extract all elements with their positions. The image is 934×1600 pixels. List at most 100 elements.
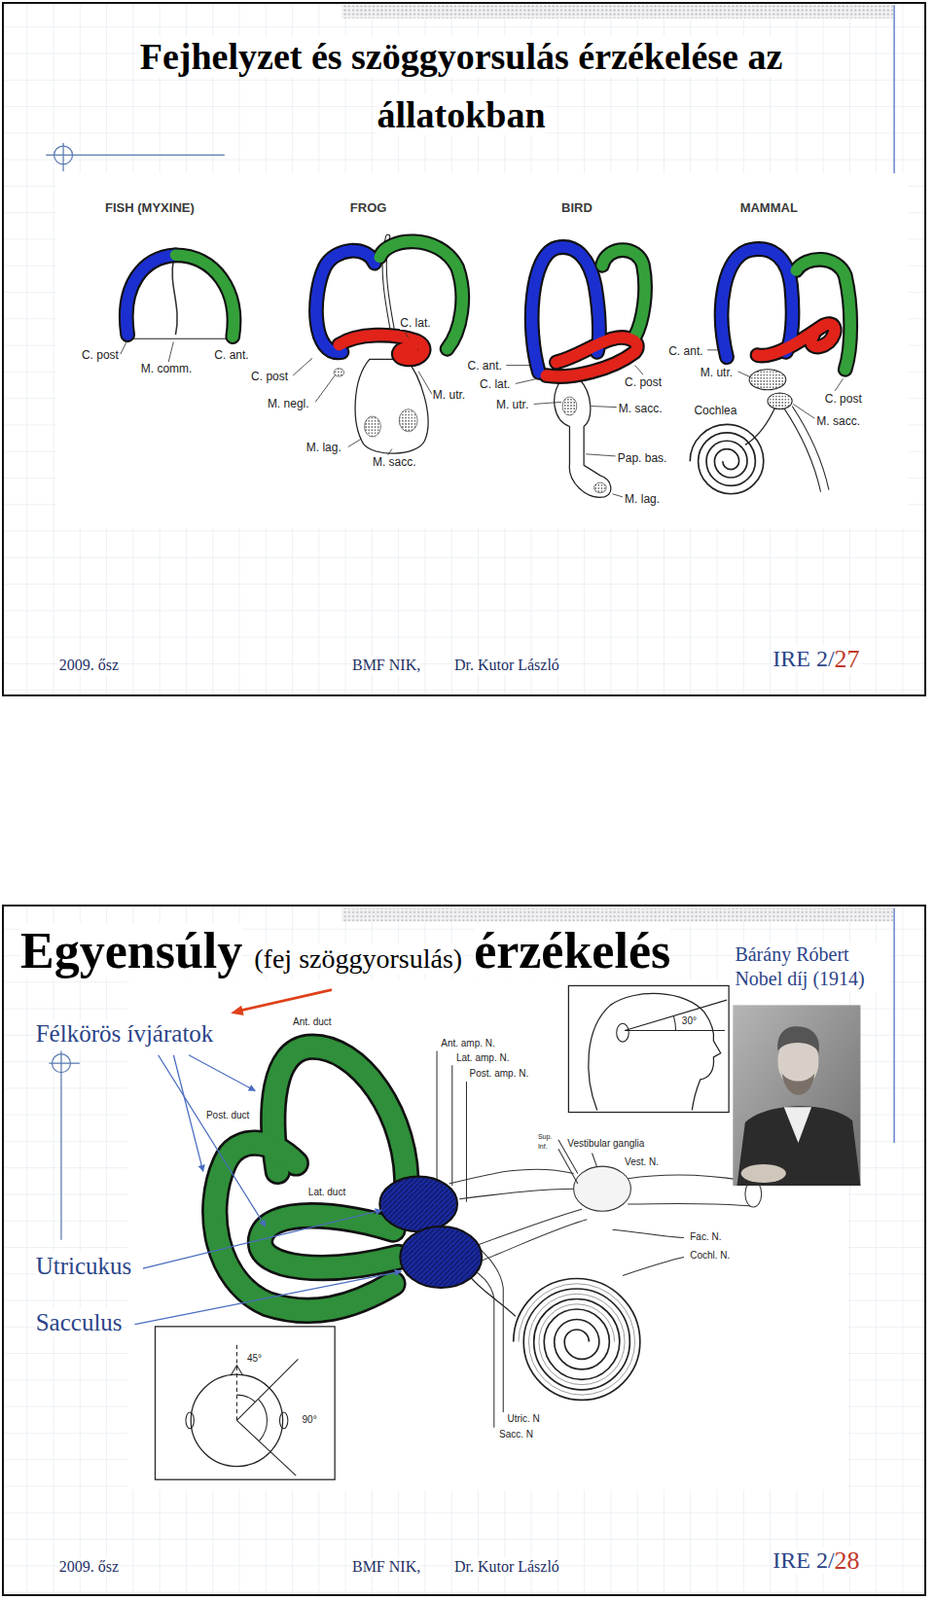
part-label: Inf. xyxy=(538,1143,548,1150)
slide-background xyxy=(341,4,894,19)
leader-line xyxy=(585,454,615,457)
part-label: Fac. N. xyxy=(689,1231,721,1243)
head-top-view xyxy=(154,1327,335,1480)
leader-line xyxy=(134,1055,401,1326)
leader-line xyxy=(120,328,844,498)
footer-text: Dr. Kutor László xyxy=(454,656,560,675)
portrait-photo xyxy=(737,1106,862,1186)
slide-symbol xyxy=(45,154,225,156)
leader-line xyxy=(134,1271,401,1326)
part-label: Ant. amp. N. xyxy=(440,1038,496,1049)
slide-symbol xyxy=(48,1063,79,1065)
head-side-view xyxy=(673,1016,676,1032)
mammal-labyrinth xyxy=(749,369,787,391)
leader-line xyxy=(168,341,174,362)
leader-line xyxy=(738,371,753,378)
mammal-labyrinth xyxy=(784,408,822,493)
part-label: M. utr. xyxy=(432,388,466,402)
cochlea xyxy=(513,1279,641,1401)
leader-line xyxy=(158,1055,266,1227)
portrait-photo xyxy=(741,1164,787,1184)
portrait-photo xyxy=(732,1005,861,1186)
callout-label: Sacculus xyxy=(35,1309,123,1337)
group-heading: BIRD xyxy=(561,200,593,216)
bird-labyrinth xyxy=(602,250,646,337)
vestibular-nerve xyxy=(574,1166,632,1212)
part-label: Sup. xyxy=(538,1133,552,1141)
part-label: 90° xyxy=(302,1414,318,1426)
fish-labyrinth xyxy=(132,338,227,340)
slide-background xyxy=(341,908,894,923)
picture-panel xyxy=(56,173,909,529)
mammal-labyrinth xyxy=(795,259,851,370)
fish-labyrinth xyxy=(126,254,235,339)
vestibular-nerve xyxy=(469,1220,588,1266)
part-label: Pap. bas. xyxy=(617,451,668,466)
slide-title: Egyensúly xyxy=(20,923,243,979)
mammal-labyrinth xyxy=(745,406,776,446)
fish-labyrinth xyxy=(175,254,234,337)
leader-line xyxy=(534,401,562,404)
portrait-photo xyxy=(784,1107,812,1144)
mammal-labyrinth xyxy=(689,249,851,495)
mammal-labyrinth xyxy=(721,249,793,358)
vestibular-nerve xyxy=(459,1188,577,1199)
part-label: M. sacc. xyxy=(618,401,663,416)
leader-line xyxy=(292,358,313,376)
head-side-view xyxy=(624,1030,725,1032)
leader-line xyxy=(120,341,127,355)
slide-background xyxy=(1,1,928,697)
leader-line xyxy=(635,365,644,375)
slide-background xyxy=(1,905,928,1598)
slide-frame: Fejhelyzet és szöggyorsulás érzékelése a… xyxy=(1,1,927,697)
part-label: Utric. N xyxy=(506,1413,539,1425)
vestibular-nerve xyxy=(466,1081,467,1203)
head-top-view xyxy=(236,1359,298,1421)
part-label: C. ant. xyxy=(214,348,249,362)
leader-line xyxy=(505,364,530,366)
mammal-labyrinth xyxy=(721,249,793,358)
vestibular-nerve xyxy=(436,1051,438,1181)
callout-label: Utricukus xyxy=(35,1253,133,1281)
leader-line xyxy=(348,438,362,447)
slide-frame: Egyensúly(fej szöggyorsulás)érzékelés xyxy=(1,904,927,1597)
leader-line xyxy=(515,378,539,384)
part-label: M. comm. xyxy=(141,361,193,376)
leader-line xyxy=(173,1055,203,1173)
head-top-view xyxy=(236,1395,255,1402)
vestibular-nerve xyxy=(627,1175,751,1183)
part-label: M. negl. xyxy=(267,396,310,411)
head-side-view xyxy=(624,1000,727,1031)
slide-title: (fej szöggyorsulás) xyxy=(253,943,463,974)
part-label: 30° xyxy=(682,1015,697,1027)
fish-labyrinth xyxy=(126,254,177,335)
slide-background xyxy=(893,908,895,1144)
leader-line xyxy=(612,494,623,498)
part-label: C. post xyxy=(251,369,288,384)
head-top-view xyxy=(185,1412,194,1430)
utricle-saccule xyxy=(399,1226,482,1289)
part-label: Vest. N. xyxy=(624,1156,659,1168)
slide-background xyxy=(893,4,895,174)
leader-line xyxy=(315,375,335,402)
utricle-saccule xyxy=(379,1177,482,1289)
utricle-saccule xyxy=(379,1177,458,1233)
page-number: 27 xyxy=(834,645,861,675)
slide-title-block: Fejhelyzet és szöggyorsulás érzékelése a… xyxy=(76,31,846,148)
head-side-view xyxy=(588,993,721,1111)
head-top-view xyxy=(236,1345,238,1422)
footer-text: Dr. Kutor László xyxy=(454,1558,560,1577)
red-arrow xyxy=(230,1005,245,1016)
mammal-labyrinth xyxy=(767,393,792,410)
vestibular-nerve xyxy=(592,1152,598,1168)
portrait-photo xyxy=(732,1005,861,1186)
part-label: C. ant. xyxy=(668,344,703,359)
slide-title: Fejhelyzet és szöggyorsulás érzékelése a… xyxy=(140,35,784,136)
slide-symbol xyxy=(60,1051,62,1241)
frog-labyrinth xyxy=(333,368,344,377)
part-label: C. post xyxy=(624,375,662,390)
leader-line xyxy=(188,1055,255,1092)
part-label: Lat. duct xyxy=(308,1186,346,1198)
part-label: Sacc. N xyxy=(499,1429,534,1440)
